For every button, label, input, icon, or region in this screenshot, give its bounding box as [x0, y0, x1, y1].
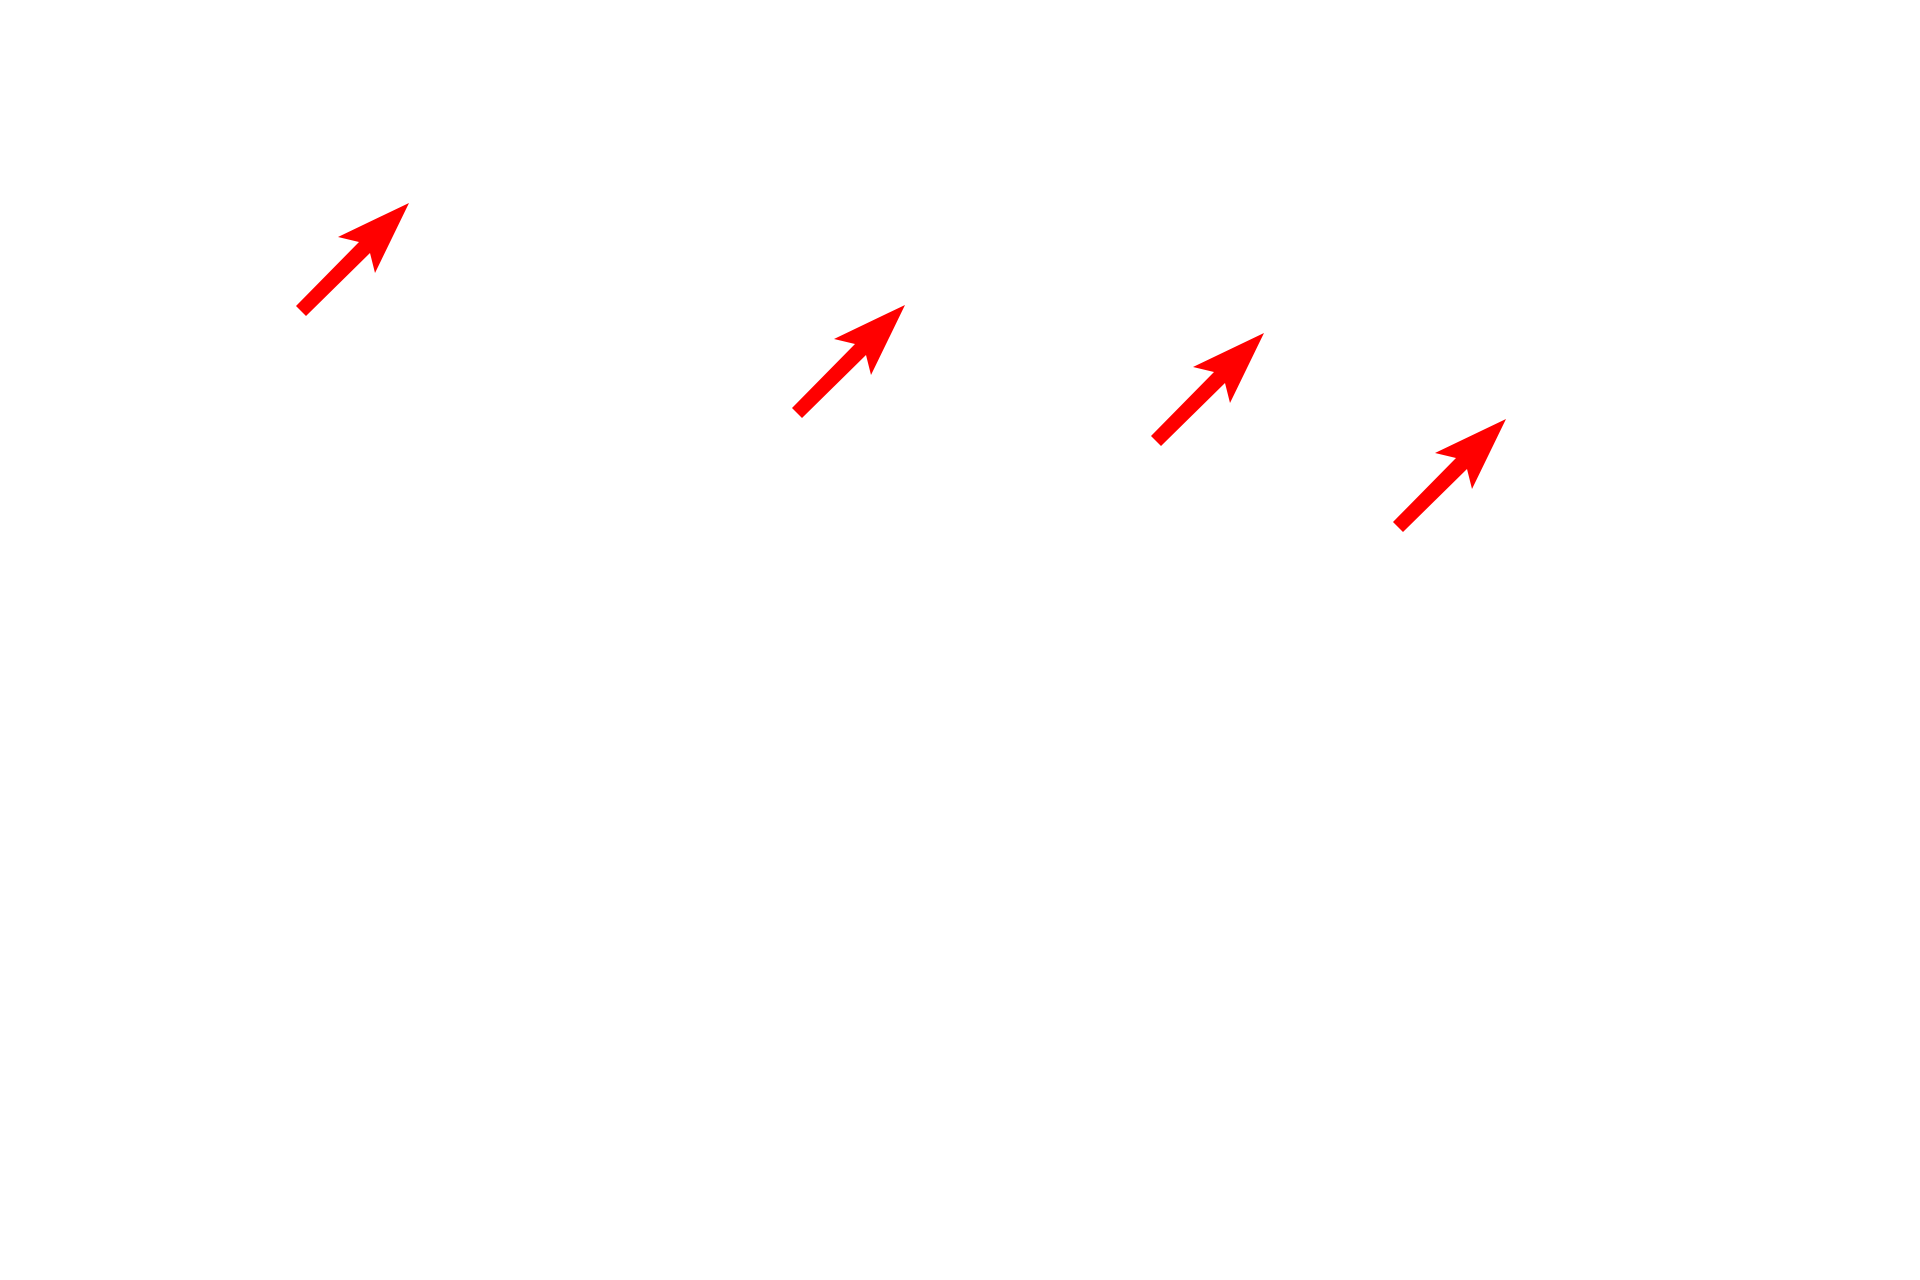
arrow-up-right-icon — [1393, 419, 1506, 532]
arrow-up-right-icon — [296, 203, 409, 316]
arrow-up-right-icon — [1151, 333, 1264, 446]
arrow-up-right-icon — [792, 305, 905, 418]
